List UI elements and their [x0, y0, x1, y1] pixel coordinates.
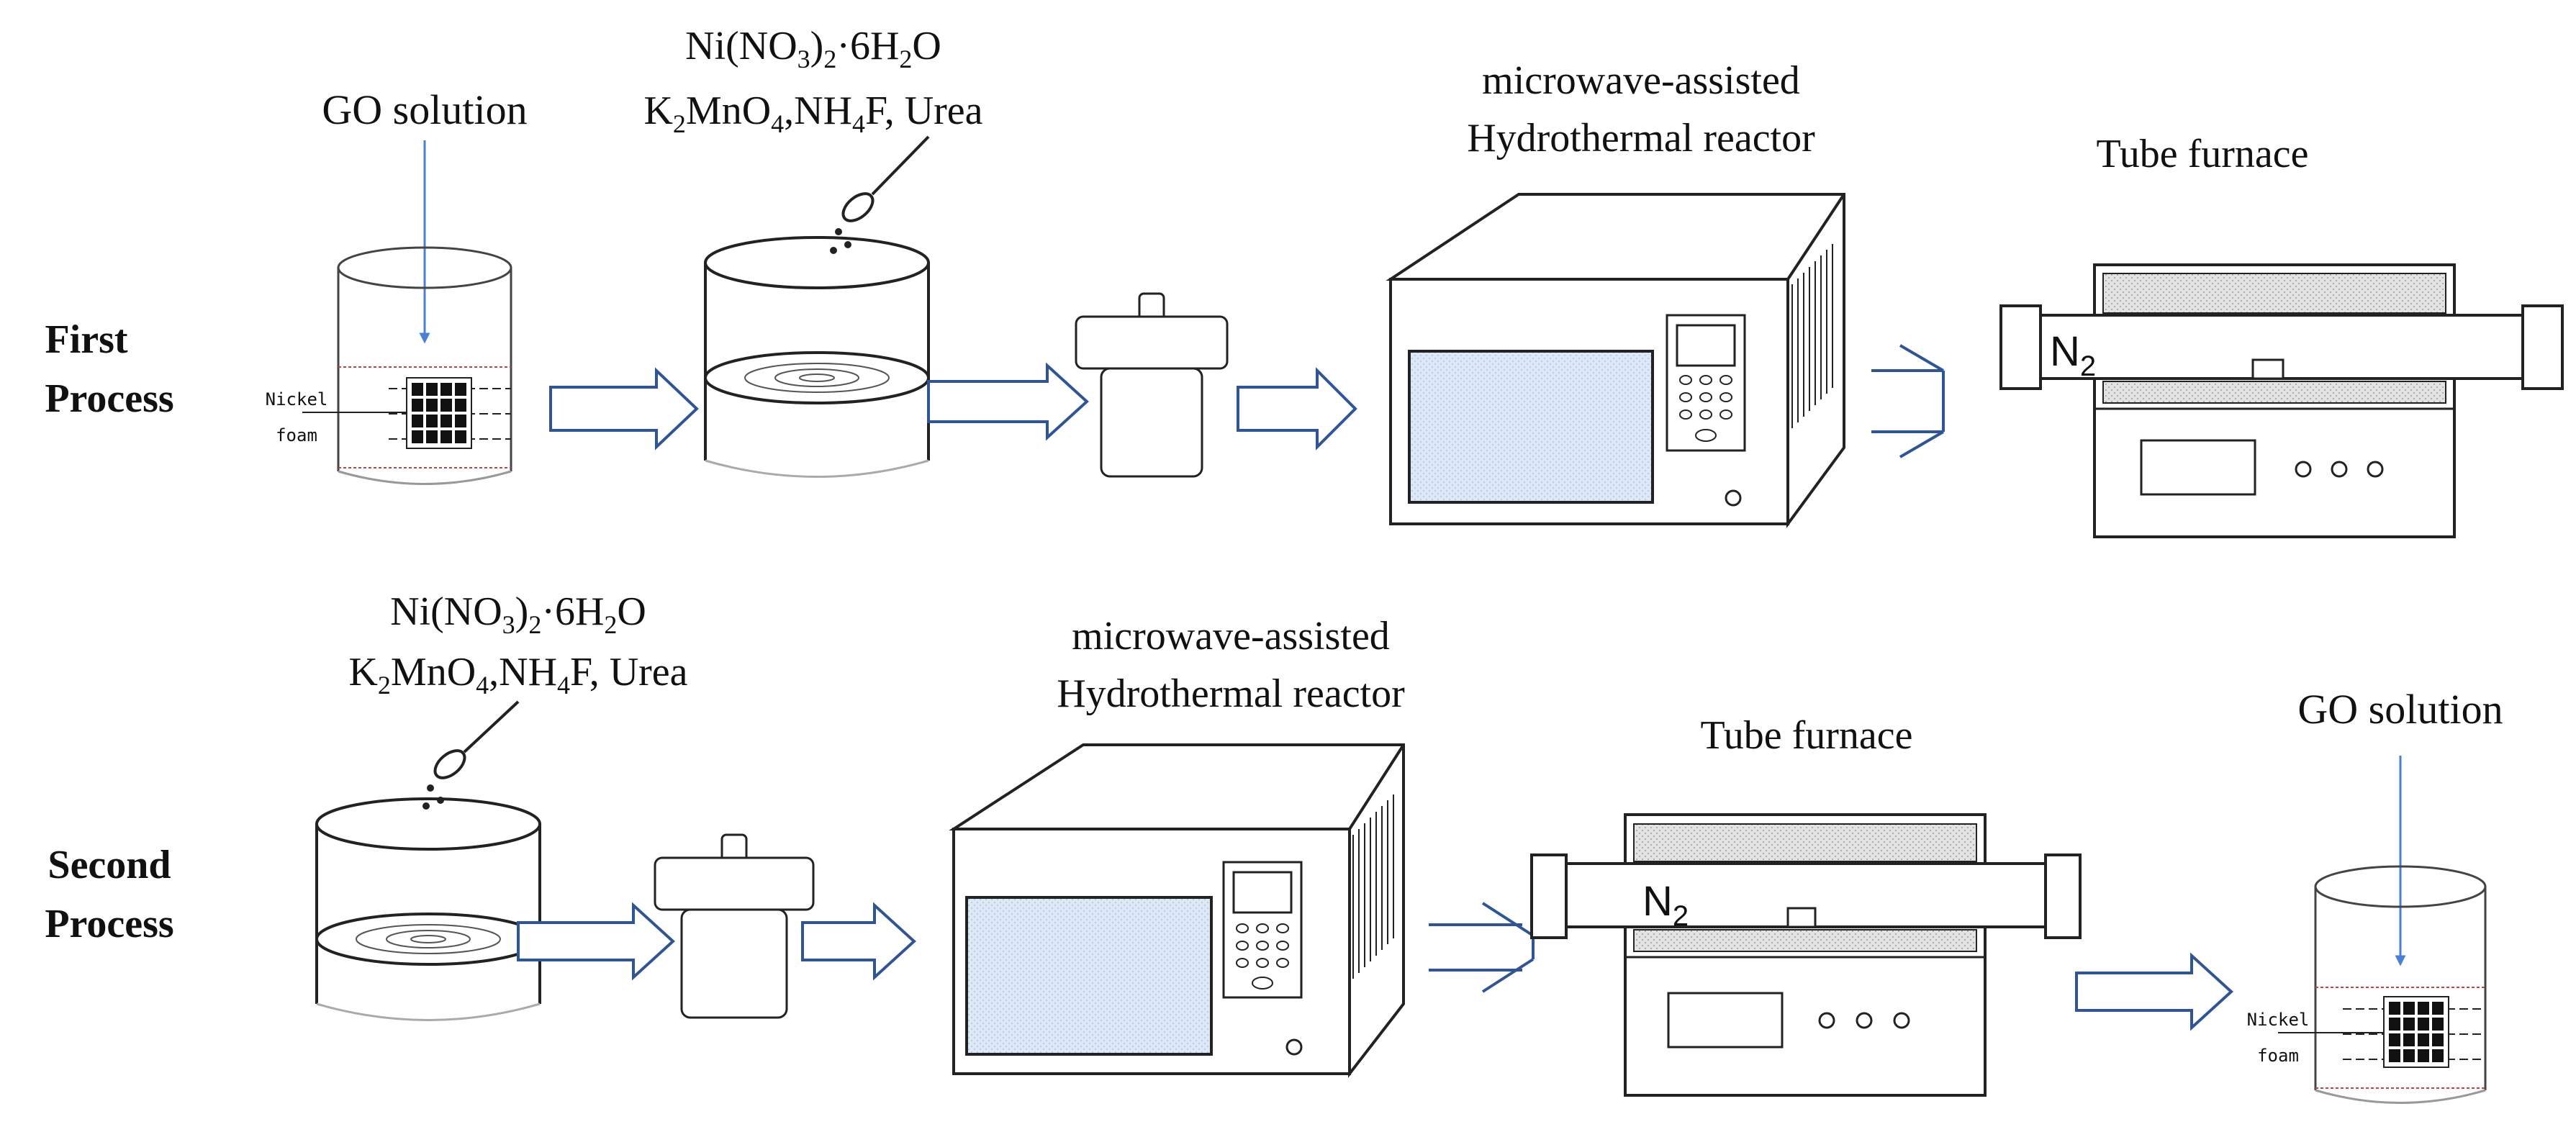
reactor-label-1-line2: Hydrothermal reactor — [1467, 116, 1815, 160]
nickel-foam-label-2-line1: Nickel — [2247, 1010, 2310, 1030]
reagents-line1-2: Ni(NO3)2·6H2O — [390, 589, 646, 639]
flow-arrow-1 — [549, 367, 699, 450]
go-solution-beaker-2: GO solution Nickel foam — [2247, 686, 2503, 1104]
row-label-second-line2: Process — [45, 902, 173, 946]
flow-arrow-3 — [1237, 367, 1357, 450]
go-solution-label-1: GO solution — [322, 86, 527, 133]
flow-arrow-5 — [517, 902, 675, 981]
flow-arrow-2 — [927, 362, 1089, 441]
autoclave-icon-1 — [1075, 292, 1229, 478]
reagents-line1-1: Ni(NO3)2·6H2O — [685, 24, 941, 73]
row-label-first-line2: Process — [45, 376, 173, 421]
reagents-line2-2: K2MnO4,NH4F, Urea — [348, 650, 687, 699]
furnace-gas-label-1: N2 — [2050, 328, 2096, 382]
row-label-second-line1: Second — [48, 843, 171, 887]
go-solution-beaker-1: GO solution Nickel foam — [266, 86, 528, 485]
furnace-gas-label-2: N2 — [1642, 878, 1689, 932]
microwave-reactor-1: microwave-assisted Hydrothermal reactor — [1386, 58, 1845, 529]
furnace-title-2: Tube furnace — [1701, 713, 1913, 758]
tube-furnace-1: Tube furnace N2 — [1999, 132, 2564, 538]
nickel-foam-grid-2 — [2389, 1002, 2444, 1062]
nickel-foam-label-1-line1: Nickel — [266, 389, 328, 409]
mixing-beaker-2 — [315, 797, 541, 1021]
flow-arrow-6 — [801, 902, 916, 981]
reactor-label-2-line2: Hydrothermal reactor — [1057, 671, 1405, 716]
nickel-foam-grid-1 — [412, 383, 466, 443]
reagents-label-1: Ni(NO3)2·6H2O K2MnO4,NH4F, Urea — [643, 24, 982, 138]
furnace-title-1: Tube furnace — [2097, 132, 2309, 176]
reagents-label-2: Ni(NO3)2·6H2O K2MnO4,NH4F, Urea — [348, 589, 687, 699]
autoclave-icon-2 — [654, 833, 815, 1019]
nickel-foam-label-2-line2: foam — [2257, 1046, 2299, 1066]
mixing-beaker-1 — [704, 236, 930, 478]
row-label-first-line1: First — [45, 317, 127, 362]
reactor-label-1-line1: microwave-assisted — [1482, 58, 1800, 103]
nickel-foam-label-1-line2: foam — [276, 425, 317, 445]
go-solution-label-2: GO solution — [2297, 686, 2503, 733]
microwave-reactor-2: microwave-assisted Hydrothermal reactor — [949, 614, 1405, 1078]
tube-furnace-2: Tube furnace N2 — [1530, 713, 2082, 1097]
flow-arrow-8 — [2075, 952, 2233, 1031]
flow-arrow-4 — [1871, 344, 1945, 458]
row-label-first: First Process — [45, 317, 173, 421]
flow-arrow-7 — [1429, 902, 1535, 993]
row-label-second: Second Process — [45, 843, 173, 946]
spoon-icon-1 — [830, 135, 930, 254]
reactor-label-2-line1: microwave-assisted — [1072, 614, 1390, 658]
reagents-line2-1: K2MnO4,NH4F, Urea — [643, 89, 982, 138]
spoon-icon-2 — [422, 700, 520, 810]
